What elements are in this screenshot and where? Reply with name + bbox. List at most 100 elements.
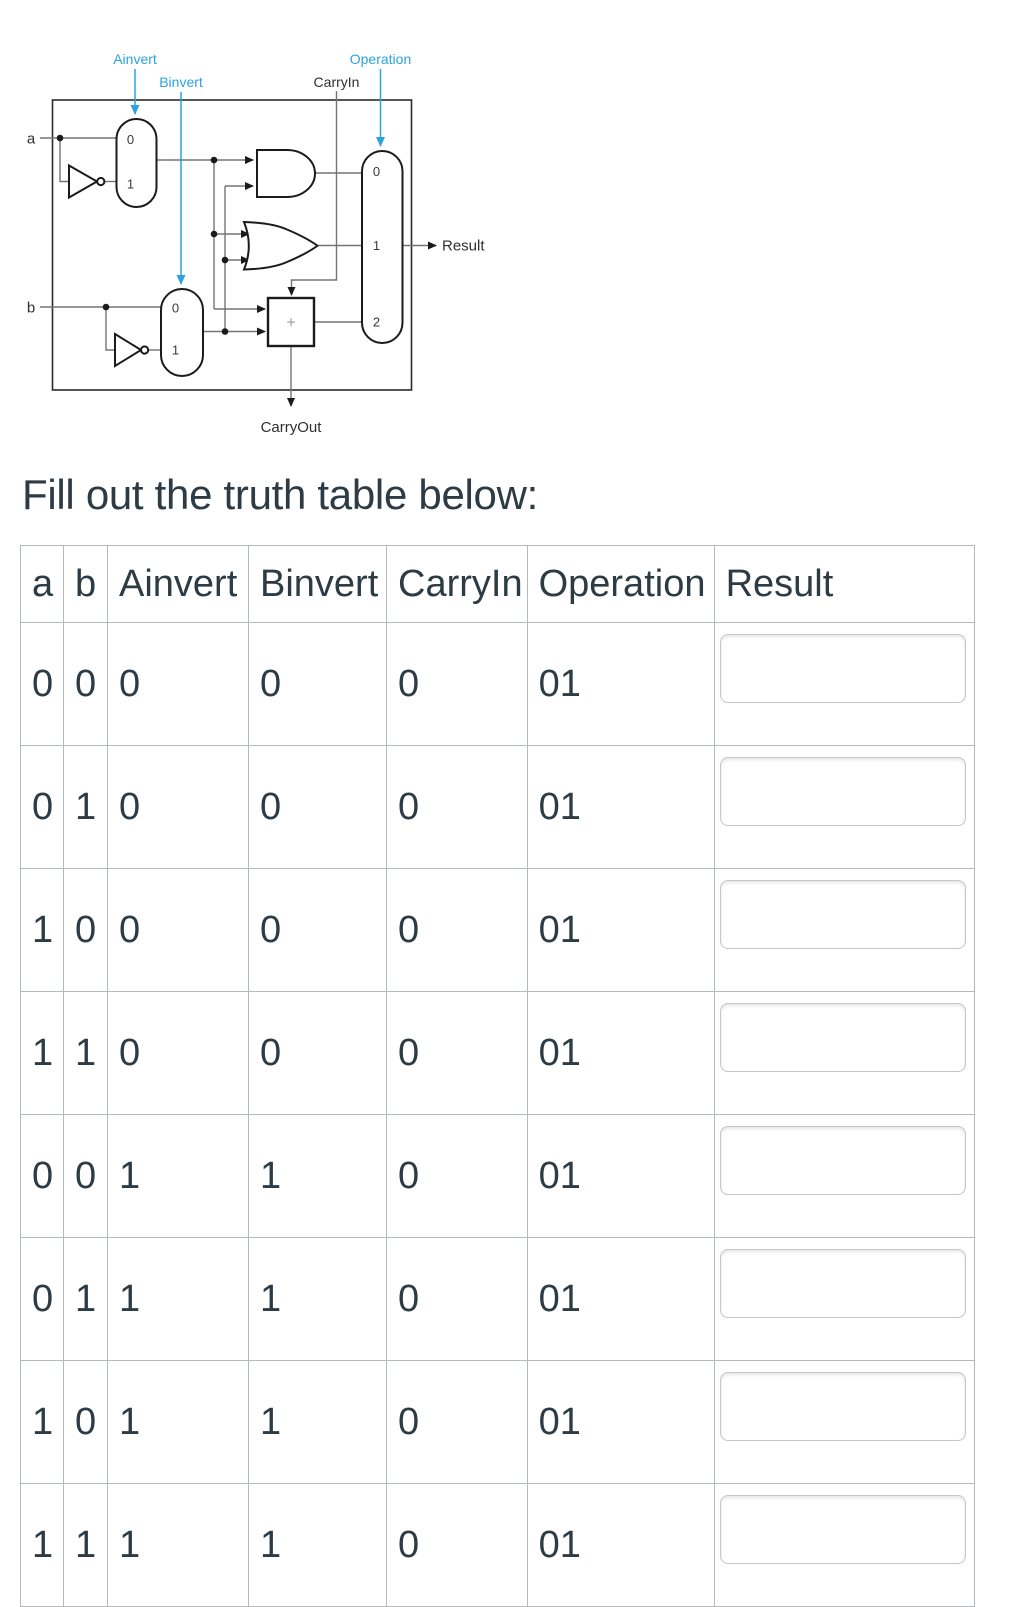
table-row: 1 0 0 0 0 01: [20, 868, 975, 992]
result-input-row-8[interactable]: [719, 1495, 966, 1564]
control-lines: [130, 69, 385, 285]
header-result: Result: [713, 545, 975, 623]
cell-carryin: 0: [386, 622, 528, 746]
header-a: a: [20, 545, 64, 623]
cell-a: 0: [20, 622, 64, 746]
binvert-label: Binvert: [159, 74, 203, 90]
junction-dot: [102, 303, 110, 311]
table-row: 1 1 0 0 0 01: [20, 991, 975, 1115]
header-binvert: Binvert: [248, 545, 387, 623]
or-gate: [242, 220, 320, 271]
cell-carryin: 0: [386, 868, 528, 992]
junction-dot: [210, 156, 218, 164]
alu-diagram: a b Ainvert Binvert CarryIn Operation Re…: [0, 0, 1030, 455]
cell-a: 0: [20, 1114, 64, 1238]
cell-operation: 01: [526, 745, 715, 869]
cell-result: [713, 622, 975, 746]
result-input-row-7[interactable]: [719, 1372, 966, 1441]
wire-a-to-not: [59, 138, 69, 183]
cell-ainvert: 1: [107, 1360, 249, 1484]
cell-a: 1: [20, 991, 64, 1115]
input-a-label: a: [27, 131, 36, 148]
cell-result: [713, 1237, 975, 1361]
junction-dots: [56, 134, 229, 335]
cell-carryin: 0: [386, 991, 528, 1115]
mux-b: [160, 288, 204, 377]
cell-binvert: 0: [248, 622, 387, 746]
table-row: 0 1 0 0 0 01: [20, 745, 975, 869]
cell-binvert: 0: [248, 991, 387, 1115]
mux-a-port-1: 1: [127, 177, 134, 192]
result-input-row-5[interactable]: [719, 1126, 966, 1195]
cell-operation: 01: [526, 1483, 715, 1607]
header-ainvert: Ainvert: [107, 545, 249, 623]
cell-ainvert: 1: [107, 1237, 249, 1361]
junction-dot: [221, 328, 229, 335]
result-input-row-6[interactable]: [719, 1249, 966, 1318]
result-mux: [361, 150, 404, 344]
ainvert-label: Ainvert: [113, 51, 157, 67]
cell-b: 1: [63, 991, 108, 1115]
adder-box: [266, 296, 316, 348]
cell-a: 0: [20, 1237, 64, 1361]
carryout-label: CarryOut: [261, 419, 323, 436]
cell-carryin: 0: [386, 1114, 528, 1238]
mux-a: [115, 118, 158, 208]
cell-b: 1: [63, 1483, 108, 1607]
not-gate-b: [114, 332, 143, 368]
operation-label: Operation: [350, 51, 411, 67]
cell-ainvert: 0: [107, 622, 249, 746]
cell-carryin: 0: [386, 745, 528, 869]
cell-carryin: 0: [386, 1237, 528, 1361]
cell-result: [713, 868, 975, 992]
gates: [68, 118, 404, 377]
cell-ainvert: 0: [107, 745, 249, 869]
input-b-label: b: [27, 300, 35, 317]
result-label: Result: [442, 238, 485, 255]
cell-binvert: 0: [248, 745, 387, 869]
cell-a: 1: [20, 1483, 64, 1607]
result-mux-port-0: 0: [373, 164, 380, 179]
cell-binvert: 1: [248, 1237, 387, 1361]
result-input-row-4[interactable]: [719, 1003, 966, 1072]
truth-table: a b Ainvert Binvert CarryIn Operation Re…: [20, 545, 975, 1607]
cell-operation: 01: [526, 991, 715, 1115]
header-operation: Operation: [526, 545, 715, 623]
header-b: b: [63, 545, 108, 623]
table-row: 1 0 1 1 0 01: [20, 1360, 975, 1484]
result-mux-port-1: 1: [373, 238, 380, 253]
cell-b: 0: [63, 1360, 108, 1484]
table-row: 0 1 1 1 0 01: [20, 1237, 975, 1361]
alu-diagram-svg: a b Ainvert Binvert CarryIn Operation Re…: [27, 51, 486, 436]
cell-b: 1: [63, 745, 108, 869]
carryin-label: CarryIn: [314, 74, 360, 90]
mux-a-port-0: 0: [127, 132, 134, 147]
cell-ainvert: 0: [107, 868, 249, 992]
result-input-row-2[interactable]: [719, 757, 966, 826]
cell-ainvert: 1: [107, 1483, 249, 1607]
and-gate: [256, 149, 317, 198]
result-mux-port-2: 2: [373, 315, 380, 330]
cell-b: 0: [63, 1114, 108, 1238]
wire-b-to-not: [105, 307, 115, 351]
cell-a: 1: [20, 868, 64, 992]
result-input-row-3[interactable]: [719, 880, 966, 949]
cell-operation: 01: [526, 1114, 715, 1238]
header-carryin: CarryIn: [386, 545, 528, 623]
cell-result: [713, 991, 975, 1115]
cell-carryin: 0: [386, 1483, 528, 1607]
junction-dot: [221, 256, 229, 264]
cell-operation: 01: [526, 1360, 715, 1484]
cell-result: [713, 745, 975, 869]
mux-b-port-0: 0: [172, 301, 179, 316]
cell-b: 0: [63, 622, 108, 746]
instruction-text: Fill out the truth table below:: [22, 471, 538, 518]
cell-binvert: 1: [248, 1114, 387, 1238]
cell-operation: 01: [526, 622, 715, 746]
wire-carryin: [287, 91, 338, 296]
table-row: 0 0 0 0 0 01: [20, 622, 975, 746]
result-input-row-1[interactable]: [719, 634, 966, 703]
mux-b-port-1: 1: [172, 343, 179, 358]
not-gate-a: [68, 163, 100, 200]
mux-port-numbers: 0 1 0 1 0 1 2: [127, 132, 380, 358]
